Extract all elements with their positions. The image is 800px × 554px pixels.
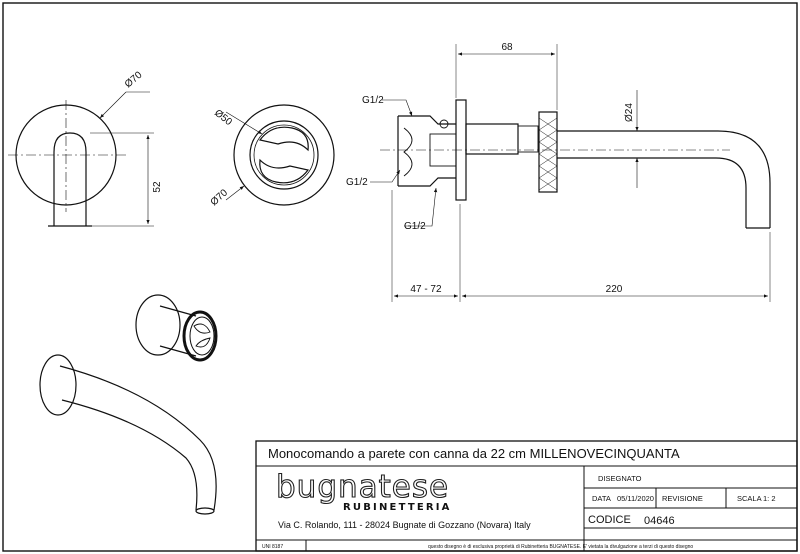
company-address: Via C. Rolando, 111 - 28024 Bugnate di G… (278, 520, 531, 530)
side-knurl-pattern (538, 117, 558, 191)
dim-cap-inner-leader (225, 111, 263, 135)
data-value: 05/11/2020 (617, 494, 654, 503)
thread-left-leader (370, 169, 401, 183)
cap-handle-arm-upper (258, 126, 309, 152)
copyright-notice: questo disegno è di esclusiva proprietà … (428, 544, 693, 550)
dim-wall-range: 47 - 72 (410, 284, 442, 295)
dim-front-dia-leader (99, 91, 127, 119)
side-spout-lower (557, 157, 747, 228)
standard-label: UNI 8187 (262, 544, 283, 550)
dim-front-height: 52 (152, 181, 163, 193)
side-view (370, 44, 771, 302)
iso-spout-upper (59, 365, 217, 511)
dim-thread-top: G1/2 (362, 95, 384, 106)
front-spout-body (53, 132, 87, 226)
dim-cap-outer-diameter: Ø70 (209, 187, 231, 208)
brand-subtitle: RUBINETTERIA (343, 502, 452, 513)
revisione-label: REVISIONE (662, 494, 703, 503)
side-embedded-body-top (398, 115, 456, 125)
dim-spout-length: 220 (606, 284, 623, 295)
scala-label: SCALA (737, 494, 762, 503)
dim-cap-inner-diameter: Ø50 (212, 108, 234, 129)
iso-mixer-knurl (182, 310, 218, 362)
codice-value: 04646 (644, 515, 675, 527)
title-block (255, 440, 798, 552)
iso-spout-lower (61, 399, 198, 511)
disegnato-label: DISEGNATO (598, 474, 642, 483)
side-knurled-ring (538, 111, 558, 193)
dim-cap-outer-leader (225, 185, 245, 201)
dim-depth-top: 68 (501, 42, 513, 53)
front-view (8, 91, 154, 227)
scala-value: 1: 2 (763, 494, 776, 503)
dim-front-diameter: Ø70 (123, 69, 145, 90)
dim-spout-diameter: Ø24 (624, 103, 635, 122)
dim-thread-left: G1/2 (346, 177, 368, 188)
cap-outer-circle (233, 104, 335, 206)
side-embedded-valve (403, 127, 413, 177)
data-label: DATA (592, 494, 611, 503)
cap-view (225, 104, 335, 206)
cap-knurl-circle (249, 120, 319, 190)
side-embedded-body-bottom (398, 177, 456, 187)
dim-thread-bottom: G1/2 (404, 221, 426, 232)
cap-handle-arm-lower (259, 158, 310, 184)
iso-mixer-plate (135, 294, 181, 356)
side-spout-upper (557, 130, 771, 228)
title-block-title: Monocomando a parete con canna da 22 cm … (268, 446, 680, 461)
codice-label: CODICE (588, 514, 631, 526)
side-body (465, 123, 519, 155)
iso-spout-plate (39, 354, 77, 416)
thread-top-leader (382, 99, 413, 117)
isometric-view (39, 294, 218, 515)
brand-logo: bugnatese (276, 469, 449, 505)
thread-bottom-leader (404, 187, 438, 227)
